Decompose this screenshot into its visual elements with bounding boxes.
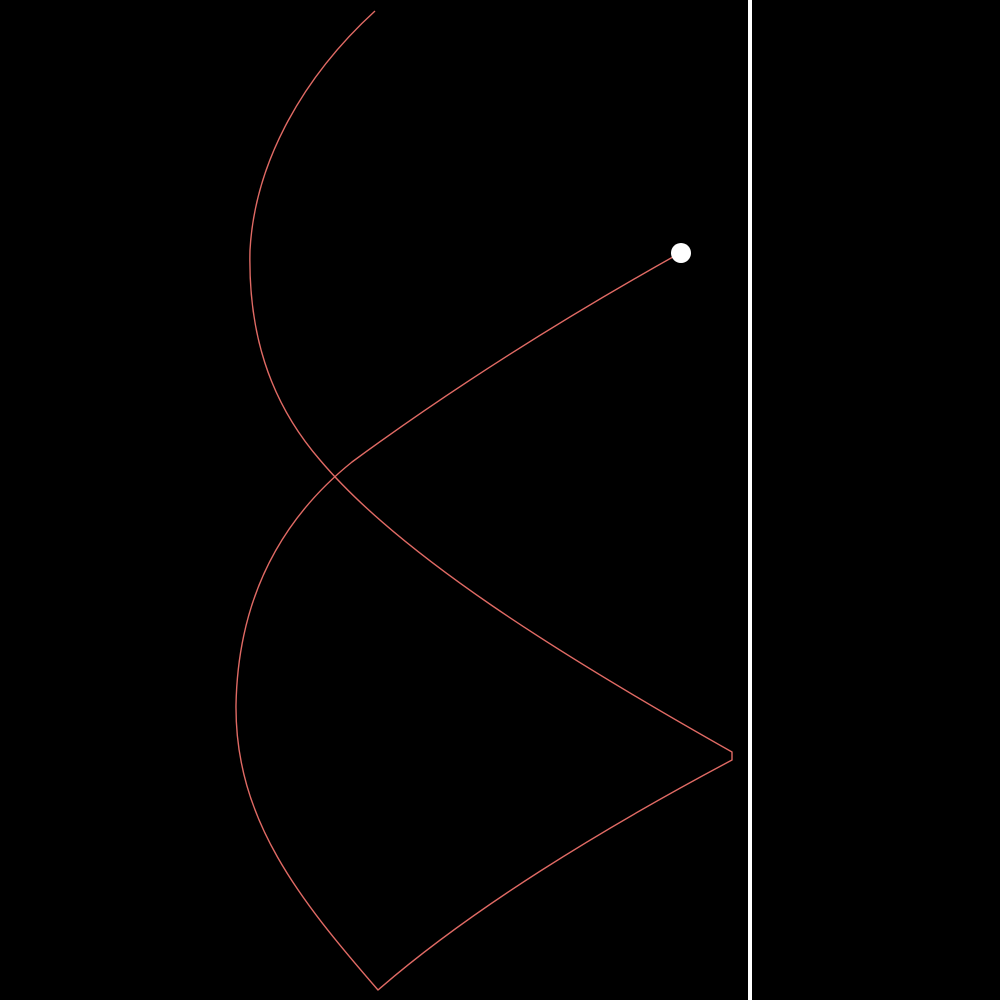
ball [671, 243, 691, 263]
trajectory-trail [235, 10, 733, 991]
right-wall [748, 0, 752, 1000]
